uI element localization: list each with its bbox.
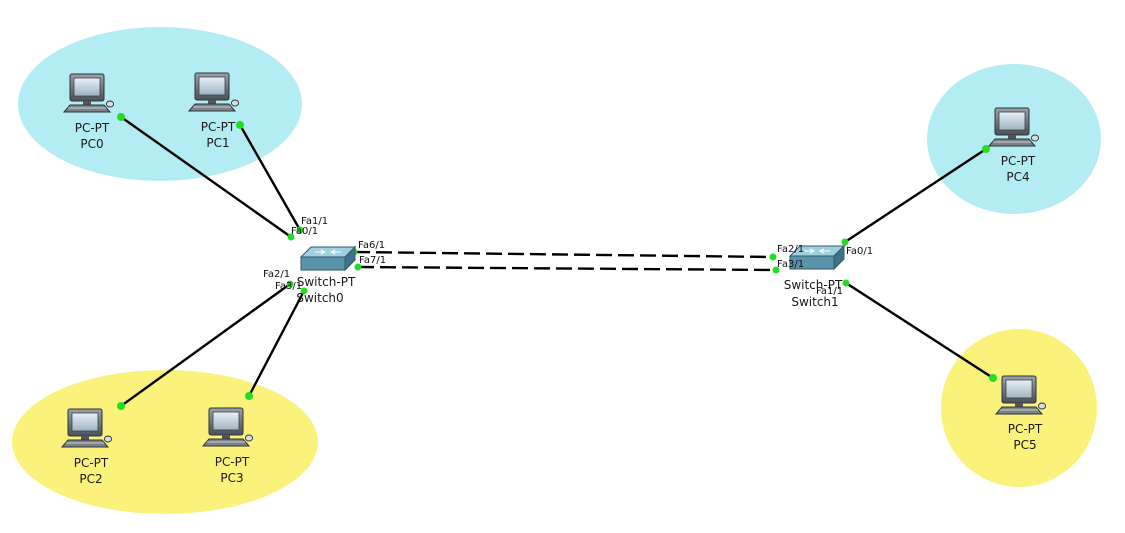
pc3-model-label: PC-PT: [215, 455, 250, 469]
port-label-switch0-fa1: Fa1/1: [301, 216, 328, 227]
link-pc0-switch0[interactable]: [120, 116, 292, 238]
pc5-device[interactable]: PC-PT PC5: [995, 375, 1047, 452]
port-label-switch0-fa6: Fa6/1: [358, 240, 385, 251]
pc2-model-label: PC-PT: [74, 456, 109, 470]
port-label-switch1-fa2: Fa2/1: [777, 244, 804, 255]
pc1-model-label: PC-PT: [201, 120, 236, 134]
link-pc5-switch1[interactable]: [845, 281, 994, 380]
pc3-name-label: PC3: [220, 471, 243, 485]
pc4-device[interactable]: PC-PT PC4: [988, 107, 1040, 184]
switch1-model-label: Switch-PT: [784, 278, 843, 292]
port-label-switch0-fa2: Fa2/1: [263, 269, 290, 280]
link-pc1-switch0[interactable]: [238, 124, 302, 231]
pc0-model-label: PC-PT: [75, 121, 110, 135]
switch0-model-label: Switch-PT: [297, 275, 356, 289]
port-label-switch0-fa7: Fa7/1: [359, 255, 386, 266]
switch1-device[interactable]: Switch-PT Switch1: [784, 245, 845, 309]
pc4-model-label: PC-PT: [1001, 154, 1036, 168]
switch-icon: [300, 246, 356, 271]
switch0-device[interactable]: Switch-PT Switch0: [296, 246, 356, 305]
port-label-switch1-fa3: Fa3/1: [777, 259, 804, 270]
link-pc3-switch0[interactable]: [247, 290, 306, 397]
port-label-switch1-fa0: Fa0/1: [846, 246, 873, 257]
vlan-group-yellow-left: [12, 370, 318, 514]
switch1-name-label: Switch1: [791, 295, 838, 309]
port-label-switch0-fa0: Fa0/1: [291, 226, 318, 237]
pc2-device[interactable]: PC-PT PC2: [61, 408, 113, 486]
pc2-name-label: PC2: [79, 472, 102, 486]
port-label-switch1-fa1: Fa1/1: [816, 286, 843, 297]
pc4-name-label: PC4: [1006, 170, 1029, 184]
pc1-name-label: PC1: [206, 136, 229, 150]
port-label-switch0-fa3: Fa3/1: [275, 281, 302, 292]
pc0-name-label: PC0: [80, 137, 103, 151]
pc0-device[interactable]: PC-PT PC0: [63, 73, 115, 151]
pc3-device[interactable]: PC-PT PC3: [202, 407, 254, 485]
link-pc4-switch1[interactable]: [844, 147, 987, 244]
vlan-group-cyan-left: [18, 27, 302, 181]
pc1-device[interactable]: PC-PT PC1: [188, 72, 240, 150]
pc5-name-label: PC5: [1013, 438, 1036, 452]
switch0-name-label: Switch0: [296, 291, 343, 305]
link-switch0-fa6-switch1-fa2[interactable]: [353, 250, 774, 259]
pc5-model-label: PC-PT: [1008, 422, 1043, 436]
link-switch0-fa7-switch1-fa3[interactable]: [357, 265, 777, 272]
link-pc2-switch0[interactable]: [120, 283, 291, 407]
